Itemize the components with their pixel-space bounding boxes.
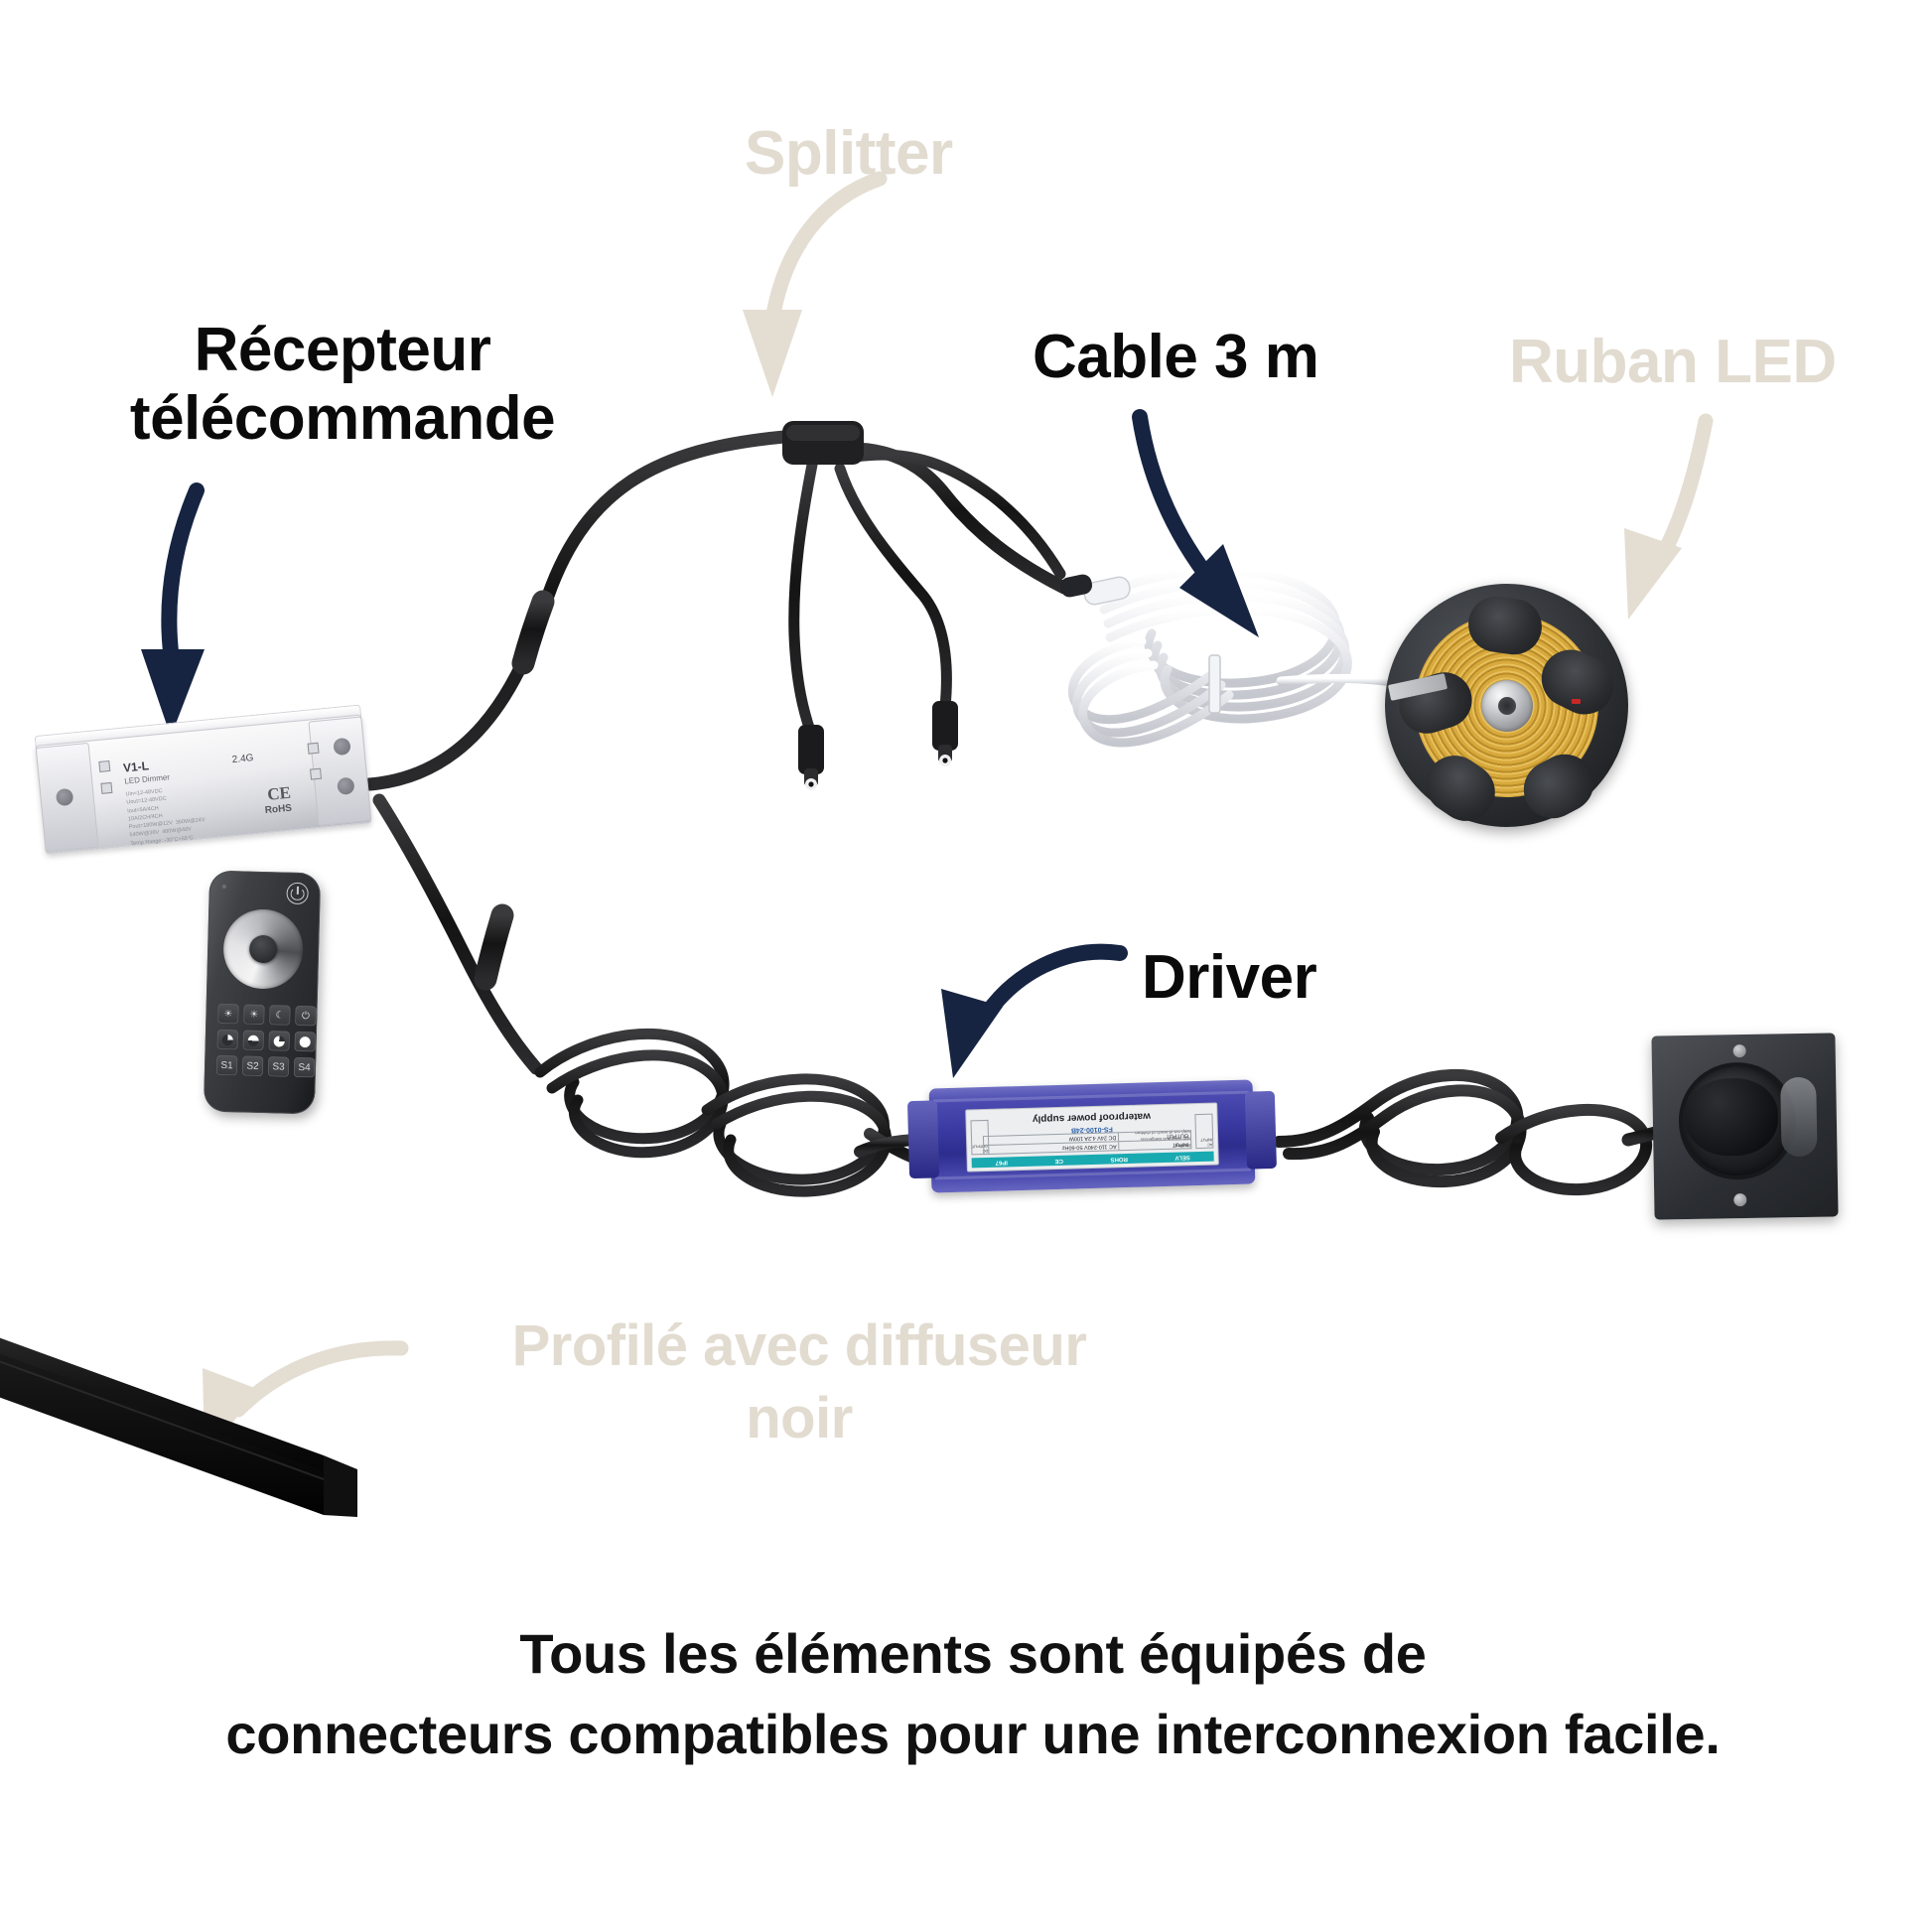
arrow-to-driver — [941, 943, 1128, 1078]
label-splitter: Splitter — [745, 119, 953, 188]
remote-zone-3: S3 — [267, 1056, 290, 1077]
white-cable-tie — [1208, 654, 1221, 714]
remote-scroll-wheel — [222, 907, 305, 991]
cable-coil-loop-left-2 — [546, 1049, 729, 1159]
arrow-to-receiver — [141, 483, 205, 737]
driver-cert-4: IP67 — [995, 1159, 1009, 1166]
arrow-to-cable — [1132, 409, 1259, 637]
label-ruban-led: Ruban LED — [1509, 328, 1837, 396]
driver-cert-2: ROHS — [1110, 1156, 1128, 1163]
driver-power-supply-device: SELV ROHS CE IP67 AC INPUT DC OUTPUT War… — [906, 1079, 1278, 1193]
driver-input-label: INPUT — [1118, 1140, 1191, 1151]
profile-highlight-line — [0, 1360, 325, 1480]
cable-receiver-down — [372, 793, 543, 1075]
inline-connector-1 — [511, 590, 555, 675]
socket-screw-top — [1732, 1043, 1746, 1058]
receiver-frequency-text: 2.4G — [231, 753, 254, 766]
receiver-terminal-1 — [98, 759, 111, 772]
cable-driver-to-socket-loop-1 — [1273, 1068, 1524, 1176]
cable-coil-loop-left-1 — [534, 1028, 730, 1145]
splitter-junction — [782, 421, 864, 465]
profile-with-diffuser — [0, 1337, 357, 1517]
receiver-ce-mark: CE — [266, 782, 292, 804]
night-mode-icon: ☾ — [269, 1005, 291, 1026]
led-strip-reel — [1385, 584, 1628, 833]
cable-splitter-branch-a — [788, 459, 818, 737]
receiver-terminal-3 — [307, 742, 320, 755]
receiver-terminal-4 — [310, 767, 323, 780]
label-cable-3m: Cable 3 m — [1033, 323, 1319, 391]
driver-mount-left — [906, 1100, 940, 1179]
remote-zone-2: S2 — [241, 1055, 264, 1077]
arrow-to-ruban — [1624, 413, 1714, 620]
dim-100-icon — [294, 1031, 316, 1052]
profile-diffuser-top — [0, 1337, 324, 1471]
label-receiver: Récepteur télécommande — [129, 316, 556, 454]
bottom-caption: Tous les éléments sont équipés de connec… — [119, 1613, 1827, 1774]
socket-screw-bottom — [1733, 1192, 1747, 1207]
socket-earth-clip — [1780, 1076, 1818, 1158]
mains-plug-body — [1684, 1077, 1779, 1158]
driver-cert-3: CE — [1054, 1157, 1064, 1165]
cable-receiver-to-splitter — [362, 430, 791, 791]
receiver-model-text: V1-L — [122, 759, 150, 775]
cable-splitter-branch-b — [834, 463, 952, 713]
driver-mount-right — [1244, 1090, 1277, 1170]
driver-cert-1: SELV — [1174, 1154, 1190, 1161]
remote-ir-dot — [221, 884, 226, 890]
reel-hub — [1480, 679, 1533, 732]
cable-driver-to-socket-loop-3 — [1495, 1103, 1653, 1196]
caption-line-1: Tous les éléments sont équipés de — [519, 1622, 1427, 1685]
reel-strip-end — [1572, 699, 1581, 704]
receiver-terminal-2 — [100, 781, 113, 794]
power-icon-pad: ⏻ — [295, 1005, 317, 1027]
white-cable-jack — [1059, 574, 1131, 606]
brightness-up-icon: ☀ — [217, 1003, 239, 1025]
label-profile-diffuseur: Profilé avec diffuseur noir — [511, 1313, 1087, 1450]
dim-75-icon — [268, 1031, 290, 1051]
profile-end-cap — [324, 1455, 357, 1517]
remote-zone-4: S4 — [293, 1056, 316, 1078]
receiver-spec-text: Uin=12-48VDC Uout=12-48VDC Iout=5A/4CH 1… — [125, 788, 206, 847]
remote-zone-1: S1 — [215, 1054, 238, 1076]
power-icon — [286, 882, 309, 905]
dim-50-icon — [242, 1030, 264, 1051]
brightness-down-icon: ☀ — [243, 1004, 265, 1026]
driver-label-plate: SELV ROHS CE IP67 AC INPUT DC OUTPUT War… — [965, 1102, 1219, 1173]
wall-socket-with-plug — [1651, 1033, 1839, 1220]
dim-25-icon — [216, 1029, 239, 1050]
cable-splitter-branch-c — [850, 449, 1066, 580]
remote-control-device: ☀ ☀ ☾ ⏻ S1 S2 S3 S4 — [203, 870, 322, 1115]
inline-connector-2 — [474, 903, 514, 991]
label-driver: Driver — [1142, 943, 1317, 1012]
cable-coil-loop-right-2 — [711, 1090, 893, 1197]
splitter-plugs — [798, 701, 958, 790]
cable-driver-to-socket-loop-2 — [1283, 1084, 1527, 1188]
arrow-to-splitter — [743, 171, 888, 397]
caption-line-2: connecteurs compatibles pour une interco… — [225, 1703, 1721, 1766]
